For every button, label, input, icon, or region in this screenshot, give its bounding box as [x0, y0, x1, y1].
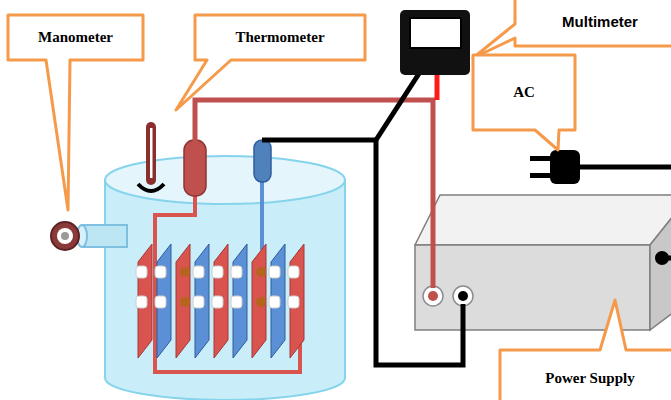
- callout-shape: [473, 0, 671, 58]
- bolt: [180, 297, 190, 307]
- callout-label: Multimeter: [562, 13, 638, 30]
- power-supply-top: [415, 195, 671, 245]
- bolt: [256, 267, 266, 277]
- multimeter-screen: [410, 18, 461, 48]
- thermometer-column: [150, 128, 153, 178]
- callout-shape: [8, 15, 143, 210]
- callout-label: AC: [513, 84, 535, 101]
- positive-wire: [195, 100, 433, 288]
- cathode-terminal: [254, 140, 271, 182]
- callout-box: Multimeter: [515, 0, 671, 46]
- manometer-center: [61, 232, 69, 240]
- positive-terminal: [423, 286, 443, 306]
- spacer: [231, 296, 242, 308]
- callout-box: Manometer: [8, 15, 143, 60]
- anode-terminal: [184, 140, 206, 196]
- spacer: [136, 266, 147, 278]
- power-supply-side: [650, 195, 671, 330]
- spacer: [269, 296, 280, 308]
- cathode-lead: [260, 182, 264, 250]
- ac-plug-body: [550, 150, 580, 184]
- negative-terminal-core: [458, 291, 468, 301]
- ac-cord: [578, 165, 671, 170]
- multimeter-lead: [376, 72, 420, 140]
- spacer: [212, 266, 223, 278]
- manometer-dial: [57, 228, 73, 244]
- spacer: [288, 266, 299, 278]
- multimeter-body: [400, 10, 470, 75]
- positive-terminal-core: [428, 291, 438, 301]
- spacer: [269, 266, 280, 278]
- bolt: [256, 297, 266, 307]
- negative-terminal: [453, 286, 473, 306]
- callout-box: Thermometer: [195, 15, 365, 60]
- tank-top: [105, 156, 345, 204]
- callout-shape: [473, 55, 575, 150]
- thermometer-bulb: [138, 184, 164, 191]
- negative-wire: [262, 140, 463, 365]
- anode-plate: [176, 244, 190, 358]
- manometer-gauge: [51, 222, 79, 250]
- tank-body: [105, 180, 345, 400]
- callout-box: Power Supply: [500, 350, 671, 400]
- thermometer-tube: [146, 122, 156, 185]
- callout-label: Thermometer: [235, 29, 324, 46]
- ac-plug-prong: [530, 173, 552, 178]
- spacer: [212, 296, 223, 308]
- power-cord: [662, 256, 671, 261]
- callout-label: Manometer: [38, 29, 113, 46]
- anode-frame: [155, 195, 300, 372]
- ac-plug-prong: [530, 156, 552, 161]
- spacer: [155, 266, 166, 278]
- callout-shape: [500, 300, 671, 400]
- anode-plate: [252, 244, 266, 358]
- bolt: [180, 267, 190, 277]
- manometer-stub: [82, 225, 127, 247]
- callout-shape: [176, 15, 365, 110]
- spacer: [155, 296, 166, 308]
- spacer: [193, 266, 204, 278]
- spacer: [288, 296, 299, 308]
- spacer: [136, 296, 147, 308]
- multimeter-probe: [435, 74, 440, 100]
- callout-label: Power Supply: [545, 370, 634, 387]
- callout-box: AC: [473, 55, 575, 130]
- spacer: [231, 266, 242, 278]
- spacer: [193, 296, 204, 308]
